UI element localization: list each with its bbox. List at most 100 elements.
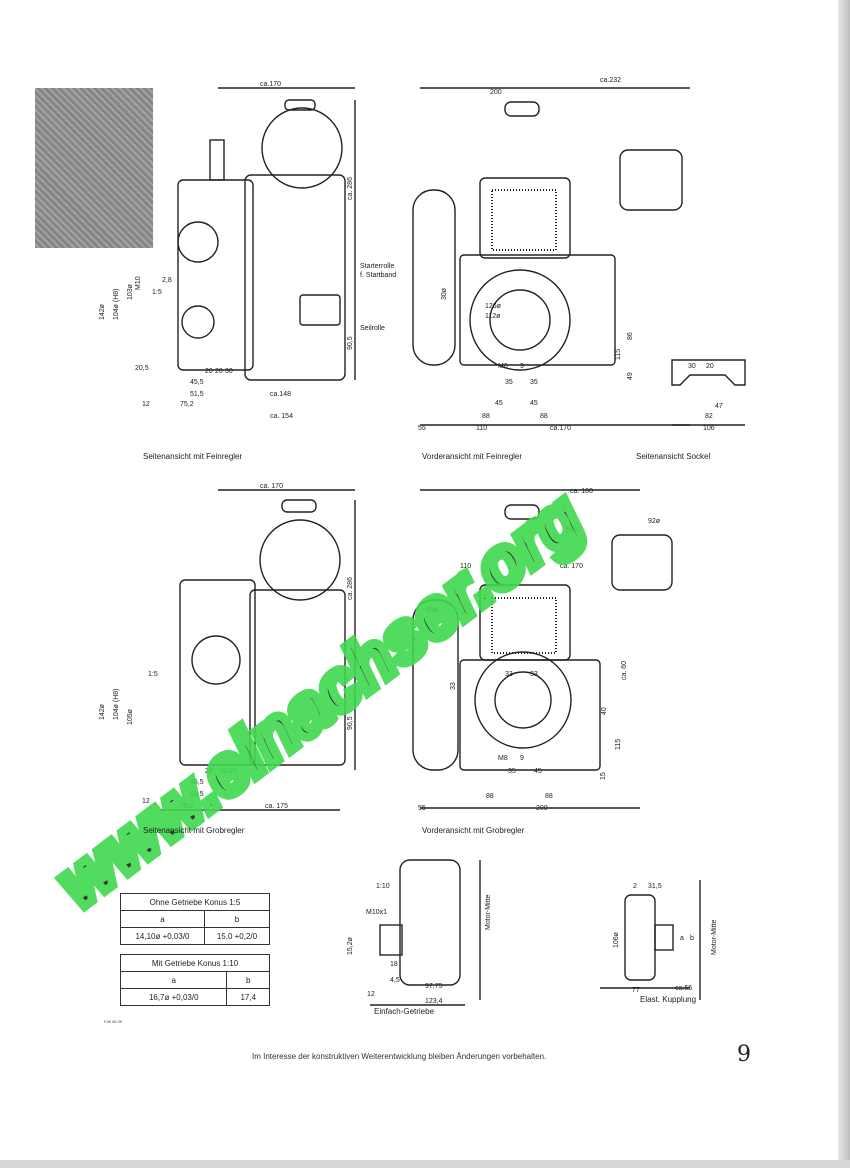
- dimension-label: 31,5: [648, 883, 662, 890]
- dimension-label: 49: [627, 372, 634, 380]
- dimension-label: 51,5: [190, 391, 204, 398]
- dimension-label: 30: [225, 368, 233, 375]
- dimension-label: 142ø: [99, 303, 106, 320]
- dimension-label: 123,4: [425, 998, 443, 1005]
- label-startband: f. Startband: [360, 272, 396, 279]
- gearbox-drawing: [370, 859, 481, 1006]
- dimension-label: 12: [142, 798, 150, 805]
- dimension-label: 88: [486, 793, 494, 800]
- caption-side-base: Seitenansicht Sockel: [636, 452, 711, 461]
- dimension-label: 4,5: [390, 977, 400, 984]
- base-side-view-drawing: [671, 359, 746, 426]
- dimension-label: 9: [520, 363, 524, 370]
- dimension-label: 115: [615, 739, 622, 750]
- caption-side-fine: Seitenansicht mit Feinregler: [143, 452, 243, 461]
- dimension-label: ca. 170: [260, 483, 283, 490]
- dimension-label: 20: [215, 368, 223, 375]
- dimension-label: 97,75: [425, 983, 443, 990]
- dimension-label: ca.55: [675, 985, 692, 992]
- dimension-label: 65ø: [426, 607, 439, 614]
- dimension-label: 47: [715, 403, 723, 410]
- dimension-label: ca.170: [260, 81, 281, 88]
- dimension-label: 90,5: [347, 716, 354, 730]
- dimension-label: 55: [418, 805, 426, 812]
- dimension-label: ca. 286: [347, 577, 354, 600]
- dimension-label: 106ø: [613, 931, 620, 948]
- dimension-label: 15: [600, 772, 607, 780]
- table-title: Ohne Getriebe Konus 1:5: [120, 893, 270, 911]
- front-view-coarse-drawing: [412, 489, 673, 809]
- label-motor-mitte-coupling: Motor-Mitte: [711, 920, 718, 956]
- table-header: a: [120, 910, 205, 928]
- dimension-label: 20,5: [135, 365, 149, 372]
- dimension-label: 88: [482, 413, 490, 420]
- dimension-label: 105ø: [127, 708, 134, 725]
- print-note: F48 08.05: [104, 1019, 123, 1024]
- dimension-label: 55: [418, 425, 426, 432]
- dimension-label: 106: [703, 425, 715, 432]
- dimension-label: 1:10: [376, 883, 390, 890]
- dimension-label: 103ø: [127, 283, 134, 300]
- table-cell: 14,10ø +0,03/0: [120, 927, 205, 945]
- dimension-label: 90,5: [347, 336, 354, 350]
- dimension-label: 40: [601, 707, 608, 715]
- dimension-label: 35: [530, 379, 538, 386]
- dimension-label: 112ø: [485, 313, 501, 320]
- table-title: Mit Getriebe Konus 1:10: [120, 954, 270, 972]
- table-header: b: [226, 971, 270, 989]
- dimension-label: ca. 170: [560, 563, 583, 570]
- table-header: a: [119, 971, 228, 989]
- gray-patch: [35, 88, 153, 248]
- dimension-label: 45: [495, 400, 503, 407]
- dimension-label: 15,2ø: [347, 936, 354, 955]
- dimension-label: 88: [540, 413, 548, 420]
- dimension-label: ca. 175: [265, 803, 288, 810]
- caption-gearbox: Einfach-Getriebe: [374, 1007, 435, 1016]
- dimension-label: 9: [520, 755, 524, 762]
- dimension-label: M10: [135, 276, 142, 290]
- dimension-label: 126ø: [485, 303, 502, 310]
- dimension-label: 30,25: [220, 768, 238, 775]
- table-cell: 16,7ø +0,03/0: [119, 988, 228, 1006]
- table-cell: 17,4: [226, 988, 270, 1006]
- dimension-label: 30: [688, 363, 696, 370]
- dimension-label: 1:5: [152, 289, 162, 296]
- dimension-label: 142ø: [99, 703, 106, 720]
- dimension-label: M10x1: [366, 909, 387, 916]
- dimension-label: 20: [706, 363, 714, 370]
- dimension-label: 115: [615, 349, 622, 360]
- dimension-label: 104ø (H8): [113, 688, 120, 720]
- caption-front-fine: Vorderansicht mit Feinregler: [422, 452, 523, 461]
- dimension-label: 86: [627, 332, 634, 340]
- page-number: 9: [737, 1042, 751, 1067]
- side-view-coarse-drawing: [160, 489, 356, 811]
- dimension-label: 12: [142, 401, 150, 408]
- coupling-drawing: [600, 880, 701, 1000]
- dimension-label: ca. 154: [270, 413, 293, 420]
- dimension-label: 35: [508, 768, 516, 775]
- dimension-label: 20: [205, 768, 213, 775]
- dimension-label: 45,5: [190, 779, 204, 786]
- dimension-label: a: [680, 935, 684, 942]
- dimension-label: 2,8: [162, 277, 172, 284]
- dimension-label: 200: [536, 805, 548, 812]
- dimension-label: 30ø: [441, 287, 448, 300]
- dimension-label: ca. 180: [570, 488, 593, 495]
- dimension-label: 35: [505, 379, 513, 386]
- table-cell: 15,0 +0,2/0: [203, 927, 271, 945]
- dimension-label: 33: [450, 682, 457, 690]
- caption-front-coarse: Vorderansicht mit Grobregler: [422, 826, 525, 835]
- scan-bottom-edge: [0, 1160, 850, 1168]
- dimension-label: 33: [505, 671, 513, 678]
- dimension-label: M6: [498, 363, 508, 370]
- caption-side-coarse: Seitenansicht mit Grobregler: [143, 826, 245, 835]
- dimension-label: 18: [390, 961, 398, 968]
- dimension-label: ca. 286: [347, 177, 354, 200]
- label-motor-mitte-gearbox: Motor-Mitte: [485, 895, 492, 931]
- dimension-label: 75,2: [180, 803, 194, 810]
- dimension-label: 82: [705, 413, 713, 420]
- dimension-label: 200: [565, 527, 577, 534]
- front-view-fine-drawing: [412, 87, 690, 426]
- dimension-label: 20: [205, 368, 213, 375]
